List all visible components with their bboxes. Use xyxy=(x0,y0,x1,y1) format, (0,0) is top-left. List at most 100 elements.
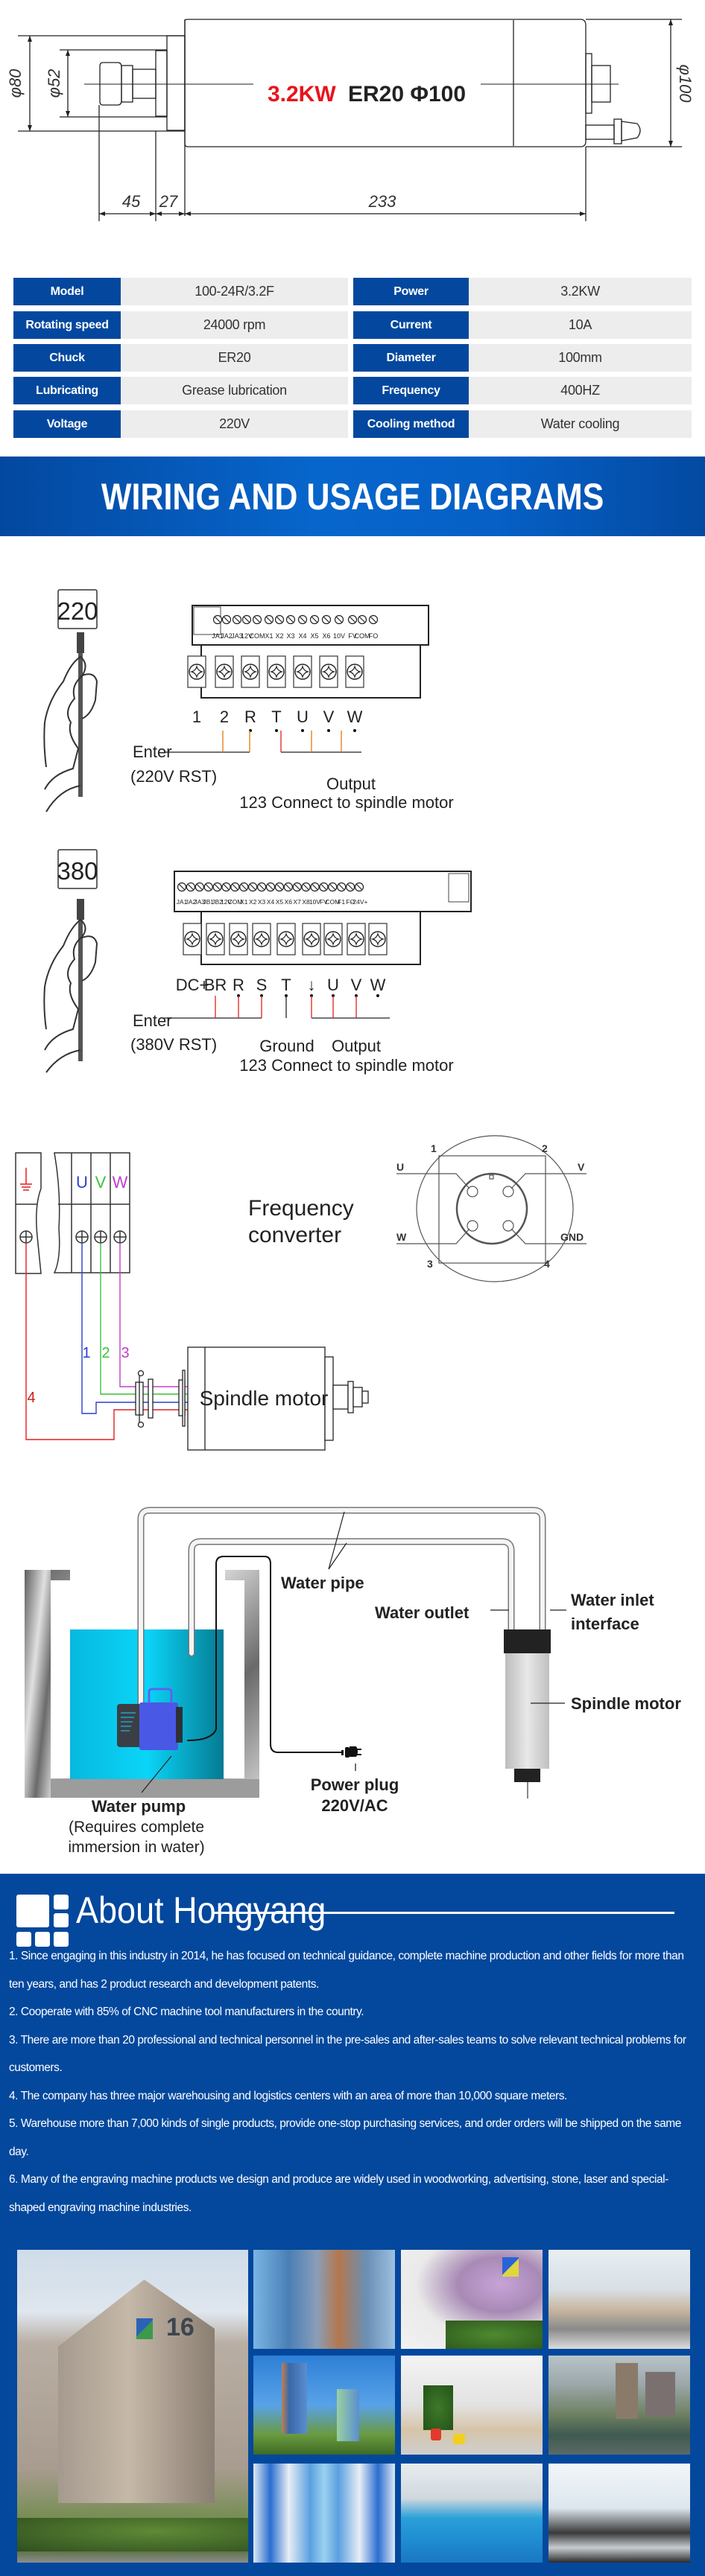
control-terminal-label: FV xyxy=(320,898,328,906)
converter-label-line2: converter xyxy=(248,1223,341,1247)
drawing-title: 3.2KW ER20 Φ100 xyxy=(268,82,466,106)
control-terminal-label: X7 xyxy=(293,898,301,906)
terminal-dot xyxy=(275,729,278,732)
spec-value: 24000 rpm xyxy=(121,311,348,339)
spindle-motor-label: Spindle motor xyxy=(200,1387,329,1410)
output-label-220: Output xyxy=(326,775,376,793)
control-terminal-label: X1 xyxy=(240,898,248,906)
control-terminal-label: -24V+ xyxy=(351,898,368,906)
photo-city-river-view xyxy=(548,2356,690,2455)
control-terminal-label: JA3 xyxy=(231,632,243,640)
voltage-tag-380-text: 380 xyxy=(57,857,98,885)
wire-gnd xyxy=(25,1243,203,1440)
power-terminal-label: V xyxy=(351,976,362,994)
enter-label-220: Enter xyxy=(133,742,172,761)
drawing-title-power: 3.2KW xyxy=(268,82,336,106)
spec-label: Power xyxy=(353,278,469,305)
spec-label: Cooling method xyxy=(353,410,469,438)
control-terminal-label: X4 xyxy=(267,898,275,906)
about-paragraph-5: 5. Warehouse more than 7,000 kinds of si… xyxy=(9,2117,681,2158)
signal-u: U xyxy=(396,1161,404,1173)
voltage-tag-380 xyxy=(57,849,98,889)
about-paragraph-1: 1. Since engaging in this industry in 20… xyxy=(9,1950,684,1991)
about-paragraph-4: 4. The company has three major warehousi… xyxy=(9,2089,567,2102)
control-terminal-label: JA2 xyxy=(221,632,233,640)
control-terminal-label: 12V xyxy=(221,898,232,906)
pump-note-line2: immersion in water) xyxy=(68,1839,204,1856)
control-terminal-label: JA3 xyxy=(194,898,205,906)
connector-pinout xyxy=(396,1135,587,1282)
water-pipe-label: Water pipe xyxy=(281,1574,364,1592)
control-terminal-label: X3 xyxy=(286,632,294,640)
photo-office-desks xyxy=(548,2250,690,2349)
control-terminal-label: F1 xyxy=(338,898,345,906)
voltage-tag-220-text: 220 xyxy=(57,597,98,625)
about-paragraph-3: 3. There are more than 20 professional a… xyxy=(9,2033,686,2075)
spec-value: 220V xyxy=(121,410,348,438)
water-cooling-diagram: Water pipe Water outlet Water inlet inte… xyxy=(25,1507,681,1856)
wire-number-2: 2 xyxy=(101,1345,110,1361)
pin-3: 3 xyxy=(427,1258,433,1270)
power-terminal-label: U xyxy=(327,976,339,994)
enter-sub-220: (220V RST) xyxy=(130,767,217,786)
control-terminal-label: 12V xyxy=(241,632,253,640)
control-terminal-label: X2 xyxy=(249,898,257,906)
water-inlet-label-line1: Water inlet xyxy=(571,1591,654,1609)
grid-logo-icon xyxy=(16,1895,69,1947)
phase-u-label: U xyxy=(76,1173,88,1192)
control-terminal-label: X6 xyxy=(285,898,293,906)
spec-label: Rotating speed xyxy=(13,311,121,339)
photo-office-tower xyxy=(253,2250,395,2349)
building-number: 16 xyxy=(166,2313,195,2341)
phase-v-label: V xyxy=(95,1173,107,1192)
motor-connection-diagram: U V W Frequency converter 1 2 3 4 U V W … xyxy=(15,1135,587,1451)
about-paragraph-2: 2. Cooperate with 85% of CNC machine too… xyxy=(9,2006,364,2018)
spec-label: Model xyxy=(13,278,121,305)
power-terminal-label: BR xyxy=(204,976,227,994)
power-terminal-label: W xyxy=(347,707,363,726)
dim-phi100: φ100 xyxy=(676,64,695,103)
spec-value: 100mm xyxy=(469,344,692,372)
pin-2: 2 xyxy=(542,1142,548,1154)
control-terminal-label: 10V xyxy=(309,898,320,906)
spec-label: Voltage xyxy=(13,410,121,438)
power-plug-voltage: 220V/AC xyxy=(321,1796,388,1815)
phase-w-label: W xyxy=(113,1173,128,1192)
control-terminal-label: X8 xyxy=(302,898,310,906)
control-terminal-label: X4 xyxy=(298,632,306,640)
photo-reception-logo xyxy=(401,2250,543,2349)
pin-4: 4 xyxy=(544,1258,550,1270)
water-pump-label: Water pump xyxy=(92,1797,186,1816)
power-terminal-label: T xyxy=(281,976,291,994)
wire-number-3: 3 xyxy=(121,1345,129,1361)
power-terminal-label: 1 xyxy=(192,707,201,726)
control-terminal-label: X5 xyxy=(310,632,318,640)
wire-number-4: 4 xyxy=(27,1390,35,1406)
photo-skyscrapers xyxy=(253,2356,395,2455)
water-outlet-label: Water outlet xyxy=(375,1603,470,1622)
water-inlet-label-line2: interface xyxy=(571,1615,639,1633)
dim-phi80: φ80 xyxy=(6,69,25,98)
hand-screwdriver-icon xyxy=(43,899,98,1073)
spec-label: Chuck xyxy=(13,344,121,372)
control-terminal-label: FO xyxy=(369,632,379,640)
power-terminal-label: V xyxy=(323,707,335,726)
control-terminal-label: X2 xyxy=(275,632,283,640)
wire-number-1: 1 xyxy=(82,1345,90,1361)
uvw-terminal-block xyxy=(53,1152,130,1273)
spec-value: 10A xyxy=(469,311,692,339)
control-terminal-label: COM xyxy=(325,898,340,906)
ground-terminal-block xyxy=(15,1152,42,1274)
enter-sub-380: (380V RST) xyxy=(130,1035,217,1054)
about-paragraphs: 1. Since engaging in this industry in 20… xyxy=(9,1942,698,2222)
enter-label-380: Enter xyxy=(133,1011,172,1030)
photo-warehouse-shelves xyxy=(253,2464,395,2563)
terminal-dot xyxy=(376,994,379,997)
spindle-motor-icon xyxy=(504,1629,551,1799)
control-terminal-label: JA1 xyxy=(177,898,188,906)
power-terminal-label: T xyxy=(271,707,281,726)
terminal-dot xyxy=(327,729,330,732)
control-terminal-label: COM xyxy=(355,632,370,640)
